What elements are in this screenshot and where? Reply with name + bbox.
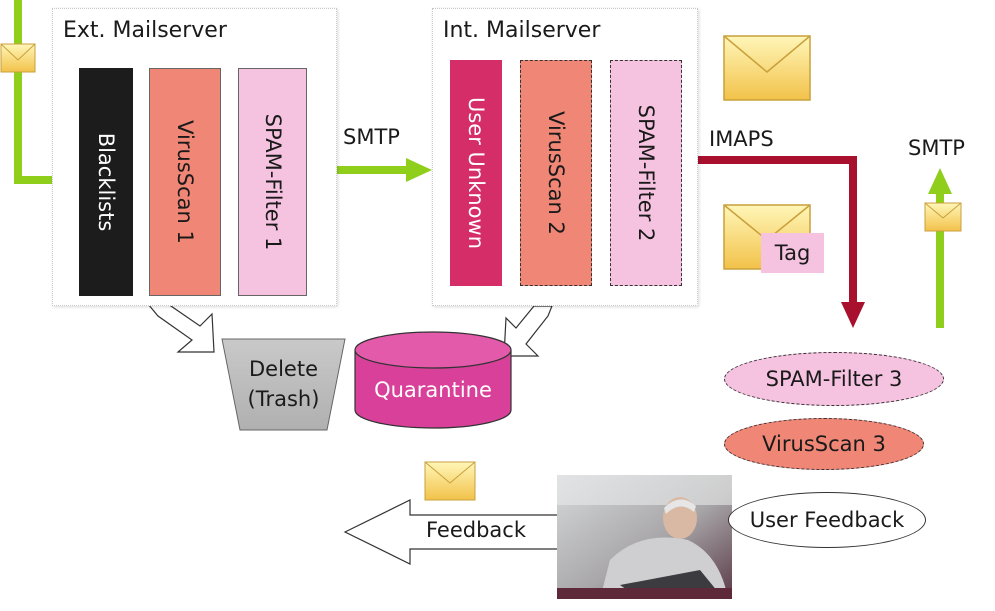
delete-label: Delete	[249, 357, 318, 381]
virusscan-1-filter: VirusScan 1	[149, 68, 221, 296]
smtp-arrow-right	[928, 168, 952, 328]
user-unknown-label: User Unknown	[464, 96, 488, 250]
virusscan-2-label: VirusScan 2	[544, 111, 568, 235]
envelope-icon	[424, 461, 476, 501]
envelope-icon	[924, 202, 962, 232]
ext-mailserver-title: Ext. Mailserver	[63, 18, 227, 43]
blacklists-filter: Blacklists	[79, 68, 133, 296]
envelope-icon	[723, 35, 811, 101]
virusscan-1-label: VirusScan 1	[173, 120, 197, 244]
imaps-arrow	[697, 156, 865, 328]
smtp-label-middle: SMTP	[343, 125, 400, 149]
quarantine-sink: Quarantine	[374, 378, 492, 402]
quarantine-cylinder-shape	[354, 331, 512, 429]
virusscan-3: VirusScan 3	[724, 418, 924, 470]
spam-filter-1: SPAM-Filter 1	[238, 68, 307, 296]
tag-badge: Tag	[761, 233, 824, 273]
spam-filter-2: SPAM-Filter 2	[610, 60, 682, 286]
int-mailserver-title: Int. Mailserver	[443, 18, 601, 43]
outline-arrow-to-delete	[146, 303, 215, 353]
user-feedback: User Feedback	[728, 492, 926, 548]
spam-filter-1-label: SPAM-Filter 1	[260, 113, 285, 251]
smtp-label-right: SMTP	[908, 136, 965, 160]
trash-label: (Trash)	[247, 387, 320, 411]
delete-trash-sink: Delete (Trash)	[226, 354, 341, 414]
trash-bin-shape	[221, 338, 346, 431]
spam-filter-2-label: SPAM-Filter 2	[634, 104, 658, 242]
feedback-label: Feedback	[426, 518, 527, 542]
tag-label: Tag	[774, 241, 811, 265]
spam-filter-3: SPAM-Filter 3	[724, 352, 944, 406]
imaps-label: IMAPS	[709, 127, 774, 151]
blacklists-label: Blacklists	[94, 132, 118, 232]
virusscan-2-filter: VirusScan 2	[520, 60, 592, 286]
photo-man-with-laptop	[557, 475, 732, 599]
envelope-icon	[0, 43, 36, 73]
smtp-arrow-middle	[336, 158, 432, 182]
user-unknown-filter: User Unknown	[450, 60, 502, 286]
